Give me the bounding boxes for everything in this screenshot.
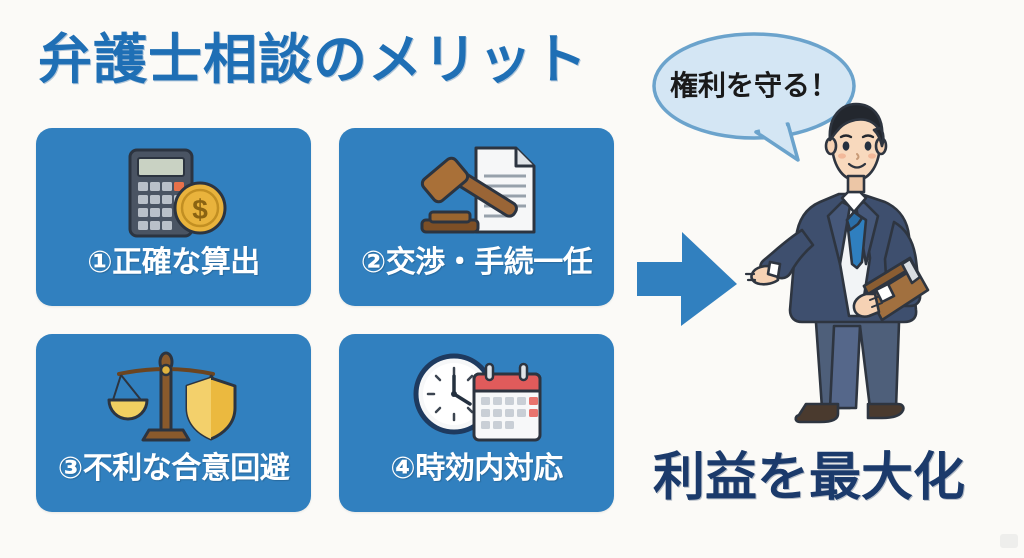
benefit-card-4-label: ④時効内対応 [390, 452, 563, 485]
bottom-headline: 利益を最大化 [653, 449, 966, 507]
scales-shield-icon [36, 348, 311, 452]
svg-text:$: $ [192, 194, 208, 225]
calculator-coin-icon: $ [36, 142, 311, 246]
benefit-card-4[interactable]: ④時効内対応 [339, 334, 614, 512]
gavel-document-icon [339, 142, 614, 246]
page-title: 弁護士相談のメリット [38, 30, 588, 90]
lawyer-illustration [742, 98, 972, 450]
benefit-card-3[interactable]: ③不利な合意回避 [36, 334, 311, 512]
benefit-card-1[interactable]: $ ①正確な算出 [36, 128, 311, 306]
benefit-card-2-label: ②交渉・手続一任 [360, 246, 593, 279]
right-arrow-icon [633, 222, 741, 330]
benefit-card-3-label: ③不利な合意回避 [57, 452, 290, 485]
benefit-card-2[interactable]: ②交渉・手続一任 [339, 128, 614, 306]
speech-bubble: 権利を守る！ [648, 28, 868, 168]
clock-calendar-icon [339, 348, 614, 452]
speech-bubble-text: 権利を守る！ [669, 70, 838, 101]
benefit-card-grid: $ ①正確な算出 [36, 128, 614, 512]
benefit-card-1-label: ①正確な算出 [87, 246, 260, 279]
edge-artifact [1000, 534, 1018, 548]
